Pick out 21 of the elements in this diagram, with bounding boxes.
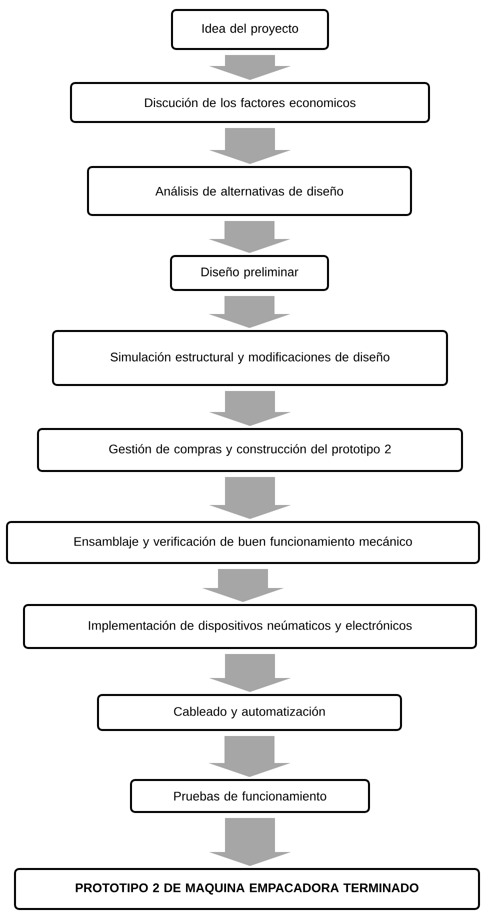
process-box: PROTOTIPO 2 DE MAQUINA EMPACADORA TERMINADO xyxy=(14,868,480,910)
process-box: Análisis de alternativas de diseño xyxy=(87,166,412,216)
block-arrow xyxy=(209,391,291,426)
block-arrow xyxy=(208,221,290,253)
block-arrow xyxy=(202,569,284,602)
process-box: Simulación estructural y modificaciones de diseño xyxy=(52,330,448,386)
block-arrow xyxy=(209,654,291,692)
block-arrow xyxy=(209,818,291,866)
process-box: Gestión de compras y construcción del prototipo 2 xyxy=(37,428,463,472)
block-arrow xyxy=(208,296,290,328)
block-arrow xyxy=(209,128,291,164)
process-box: Pruebas de funcionamiento xyxy=(130,779,370,813)
process-box: Implementación de dispositivos neúmaticos y electrónicos xyxy=(23,604,477,649)
block-arrow xyxy=(209,55,291,80)
process-box: Discución de los factores economicos xyxy=(70,82,430,123)
process-box: Ensamblaje y verificación de buen funcionamiento mecánico xyxy=(6,521,480,564)
block-arrow xyxy=(209,477,291,519)
process-box: Diseño preliminar xyxy=(170,255,329,291)
process-box: Idea del proyecto xyxy=(171,9,329,50)
process-box: Cableado y automatización xyxy=(97,694,402,731)
block-arrow xyxy=(208,736,290,777)
